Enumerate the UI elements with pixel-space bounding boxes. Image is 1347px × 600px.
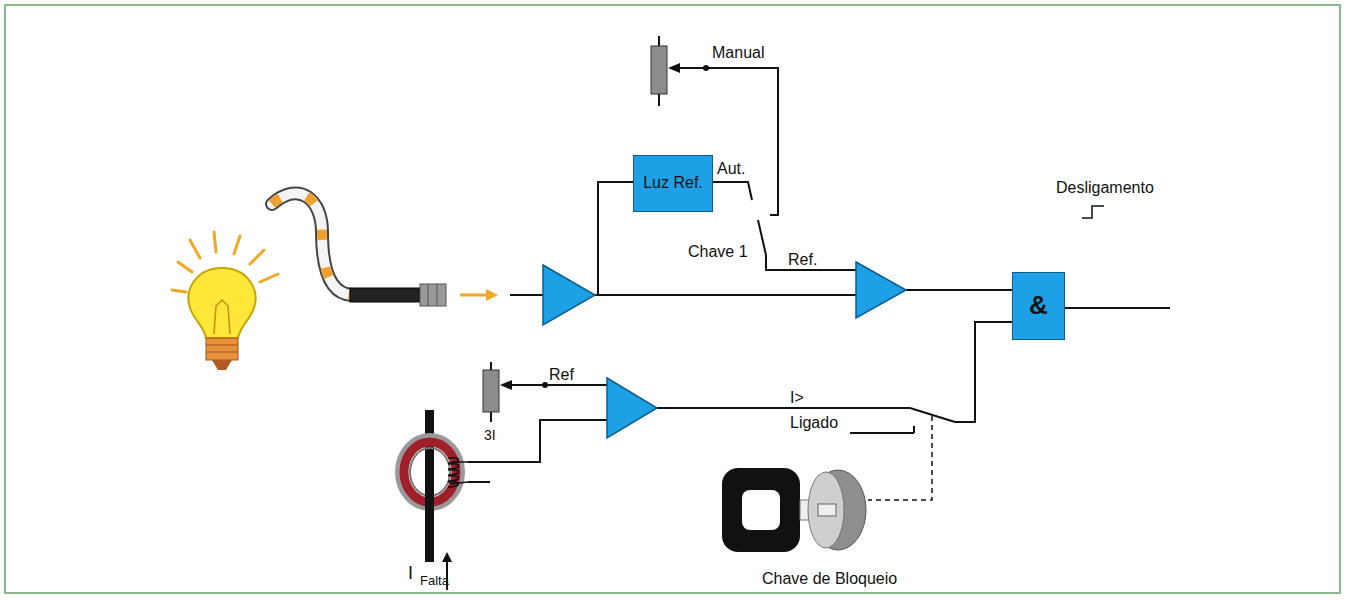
current-transformer-part (425, 410, 434, 562)
potentiometers-part (680, 67, 706, 69)
light-bulb-part-part (190, 240, 200, 258)
potentiometers (483, 36, 709, 422)
current-transformer-part (442, 552, 452, 562)
optical-fiber-part (486, 289, 498, 301)
switch-blocking-part (868, 416, 932, 500)
optical-fiber-part (428, 284, 429, 306)
current-transformer-part-part (448, 470, 459, 475)
current-transformer-part (448, 458, 468, 487)
light-bulb-part-part (178, 262, 192, 272)
potentiometers-part (512, 384, 545, 386)
light-bulb-part-part (260, 274, 278, 282)
switch-label: Chave 1 (688, 243, 748, 261)
blocking-key-part (742, 490, 780, 530)
blocking-key (722, 468, 866, 552)
wires-part (545, 384, 607, 386)
signal-label: Ref. (788, 251, 817, 269)
blocking-key-part (808, 472, 844, 548)
wires-part (595, 294, 856, 296)
light-bulb (172, 232, 278, 370)
signal-label: 3I (484, 428, 496, 443)
amplifiers-part (543, 265, 595, 325)
potentiometers-part (500, 380, 512, 390)
potentiometers-part (668, 63, 680, 73)
amplifiers-part (856, 262, 906, 318)
signal-label: I (408, 564, 413, 584)
signal-label: Falta (420, 574, 449, 588)
light-bulb-part-part (172, 290, 186, 292)
blocking-key-part (818, 504, 836, 516)
light-bulb-part-part (250, 250, 264, 264)
current-transformer-part (425, 470, 434, 562)
wires-part (598, 182, 633, 295)
wires-part (913, 426, 915, 433)
optical-fiber-part (350, 288, 420, 302)
potentiometers-part (703, 65, 709, 71)
reference-box: Luz Ref. (633, 155, 713, 212)
blocking-key-part (722, 468, 800, 552)
light-bulb-part-part (234, 236, 240, 254)
current-transformer (398, 410, 468, 590)
wires-part (850, 432, 914, 434)
wires (468, 68, 1170, 482)
light-bulb-part (212, 360, 232, 370)
wires-part (468, 481, 490, 483)
amplifiers-part (607, 378, 657, 438)
signal-label: I> (790, 389, 804, 407)
step-symbol (1082, 206, 1104, 218)
optical-fiber-part (272, 193, 352, 295)
potentiometers-part (483, 370, 499, 412)
optical-fiber-part (437, 284, 438, 306)
component-label: Chave de Bloqueio (762, 570, 897, 588)
light-bulb-part (206, 352, 238, 353)
box-text: & (1029, 291, 1048, 321)
step-symbol-part (1082, 206, 1104, 218)
current-transformer-part-part (452, 461, 468, 463)
wires-part (906, 289, 1012, 291)
amplifiers (543, 262, 906, 438)
wires-part (713, 182, 752, 200)
control-label: Manual (712, 44, 764, 62)
light-bulb-part (214, 300, 230, 334)
current-transformer-part-part (448, 476, 459, 481)
wires-part (657, 407, 910, 409)
optical-fiber-part (460, 294, 488, 297)
output-label: Desligamento (1056, 179, 1154, 197)
switch-position-label: Ligado (790, 414, 838, 432)
light-bulb-part (206, 345, 238, 346)
wires-part (1065, 307, 1170, 309)
switch-blocking (868, 408, 955, 500)
potentiometers-part (542, 382, 548, 388)
wires-part (955, 322, 1012, 422)
switch-position-label: Aut. (717, 160, 745, 178)
wires-part (468, 420, 607, 462)
box-text: Luz Ref. (643, 174, 703, 192)
wires-part (706, 68, 778, 215)
and-gate: & (1012, 272, 1065, 340)
potentiometers-part (651, 46, 667, 94)
optical-fiber-part (272, 193, 352, 295)
switch-chave-1 (758, 220, 766, 255)
light-bulb-part-part (214, 232, 216, 252)
light-bulb-part (206, 338, 238, 360)
light-bulb-part (188, 268, 255, 338)
wires-part (510, 294, 543, 296)
optical-fiber (272, 193, 498, 306)
switch-chave-1-part (758, 220, 766, 255)
optical-fiber-part (272, 193, 352, 295)
optical-fiber-part (420, 284, 446, 306)
signal-label: Ref (549, 366, 574, 384)
current-transformer-part-part (448, 464, 459, 469)
current-transformer-part-part (450, 482, 468, 484)
